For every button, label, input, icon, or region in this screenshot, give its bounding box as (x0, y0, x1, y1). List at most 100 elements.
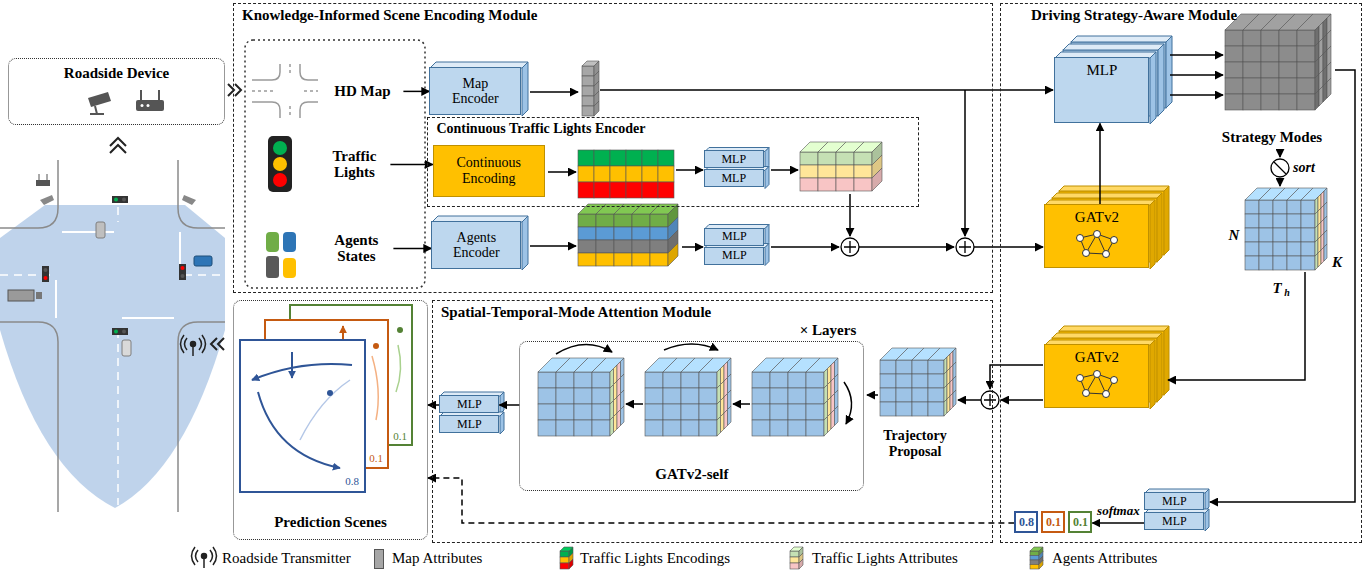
hd-map-icon (300, 64, 318, 80)
input-label-box: Traffic Lights (318, 141, 390, 187)
prediction-scene-plot (342, 326, 344, 340)
tensor-cell (752, 404, 770, 420)
node-text: MLP (721, 153, 746, 166)
tensor-cell (658, 166, 674, 182)
prediction-scene-plot (300, 380, 350, 440)
tensor-cell (788, 420, 806, 436)
data-flow-wire (771, 246, 839, 248)
roadside-scene (40, 195, 54, 205)
tensor-cell (614, 214, 632, 227)
graph-vertex (1093, 371, 1100, 378)
tensor-cell (896, 402, 912, 416)
device-icons (147, 104, 150, 107)
roadside-scene (0, 160, 225, 512)
group-box: Prediction Scenes (233, 300, 428, 540)
prediction-scene-plot (396, 345, 401, 392)
roadside-scene (182, 195, 196, 205)
tensor-cell (880, 360, 896, 374)
traffic-light-icon (273, 141, 287, 155)
roadside-scene (218, 338, 224, 350)
tensor-cell (1030, 551, 1039, 556)
graph-vertex (1076, 375, 1083, 382)
plus-nodes (1274, 162, 1286, 174)
node-text: 0.8 (1019, 516, 1034, 529)
tensor-cell (578, 166, 594, 182)
module-heading: Roadside Device (64, 65, 169, 82)
tensor-cell (614, 227, 632, 240)
node-text: Agents States (325, 232, 387, 266)
roadside-scene (0, 322, 58, 512)
tensor-side (1315, 253, 1318, 270)
tensor-cell (806, 372, 824, 388)
data-flow-wire (1001, 399, 1043, 401)
tensor-cell (806, 420, 824, 436)
tensor-cell (594, 150, 610, 166)
device-icons (90, 106, 104, 114)
mlp-box: MLP (439, 415, 499, 433)
tensor-cell (642, 150, 658, 166)
tensor-cell (1261, 30, 1279, 46)
tensor-side (835, 406, 839, 426)
tensor-cell (578, 182, 594, 198)
roadside-scene (179, 264, 186, 280)
tensor-cell (1287, 256, 1301, 270)
tensor-cell (538, 420, 556, 436)
data-flow-wire (1279, 149, 1281, 157)
roadside-scene (114, 198, 118, 202)
graph-vertex (1110, 377, 1117, 384)
traffic-light-icon (273, 157, 287, 171)
roadside-scene (36, 180, 50, 186)
tensor-cell (663, 420, 681, 436)
graph-icon (1072, 369, 1122, 399)
box-side-face (522, 216, 528, 270)
tensor-side (1327, 78, 1331, 98)
plus-nodes (1271, 159, 1289, 177)
tensor-cell (645, 404, 663, 420)
tensor-cell (1297, 62, 1315, 78)
module-box: Continuous Traffic Lights EncoderContinu… (427, 117, 919, 207)
tensor-cell (560, 551, 569, 557)
box-side-face (522, 62, 528, 116)
tensor-cell (663, 388, 681, 404)
tensor-cell (592, 372, 610, 388)
tensor-cell (880, 388, 896, 402)
probability-label: 0.1 (369, 452, 383, 464)
tensor-cell (1225, 30, 1243, 46)
data-flow-wire (626, 403, 643, 405)
tensor-cell (800, 178, 818, 191)
box-side-face (765, 244, 769, 266)
data-flow-wire (1170, 74, 1223, 76)
box-side-face (765, 167, 769, 189)
tensor-cell (632, 240, 650, 253)
tensor-cell (896, 388, 912, 402)
tensor-cell (896, 360, 912, 374)
tensor-cell (1259, 242, 1273, 256)
roadside-scene (181, 274, 185, 278)
tensor-cell (818, 152, 836, 165)
roadside-scene (178, 322, 225, 512)
connector-arrow (403, 91, 429, 93)
tensor-side (1318, 250, 1321, 267)
legend-transmitter-icon (213, 547, 217, 565)
data-flow-wire (964, 90, 966, 236)
roadside-scene (0, 205, 225, 508)
box-side-face (1150, 340, 1155, 409)
tensor-cell (574, 372, 592, 388)
tensor-cell (582, 106, 594, 116)
hd-map-icon (300, 102, 318, 118)
tensor-cell (538, 404, 556, 420)
roadside-scene (62, 231, 114, 233)
box-top-face (1059, 326, 1169, 331)
graph-vertex (1102, 251, 1109, 258)
node-text: MLP (722, 249, 747, 262)
node-text: MLP (1162, 515, 1187, 528)
graph-vertex (1082, 390, 1089, 397)
tensor-cell (560, 557, 569, 563)
node-text: MLP (1162, 495, 1187, 508)
tensor-cell (1259, 228, 1273, 242)
tensor-cell (632, 227, 650, 240)
tensor-cell (596, 253, 614, 266)
legend-transmitter-icon (196, 550, 199, 562)
tensor-cell (650, 253, 668, 266)
tensor-cell (1261, 94, 1279, 110)
